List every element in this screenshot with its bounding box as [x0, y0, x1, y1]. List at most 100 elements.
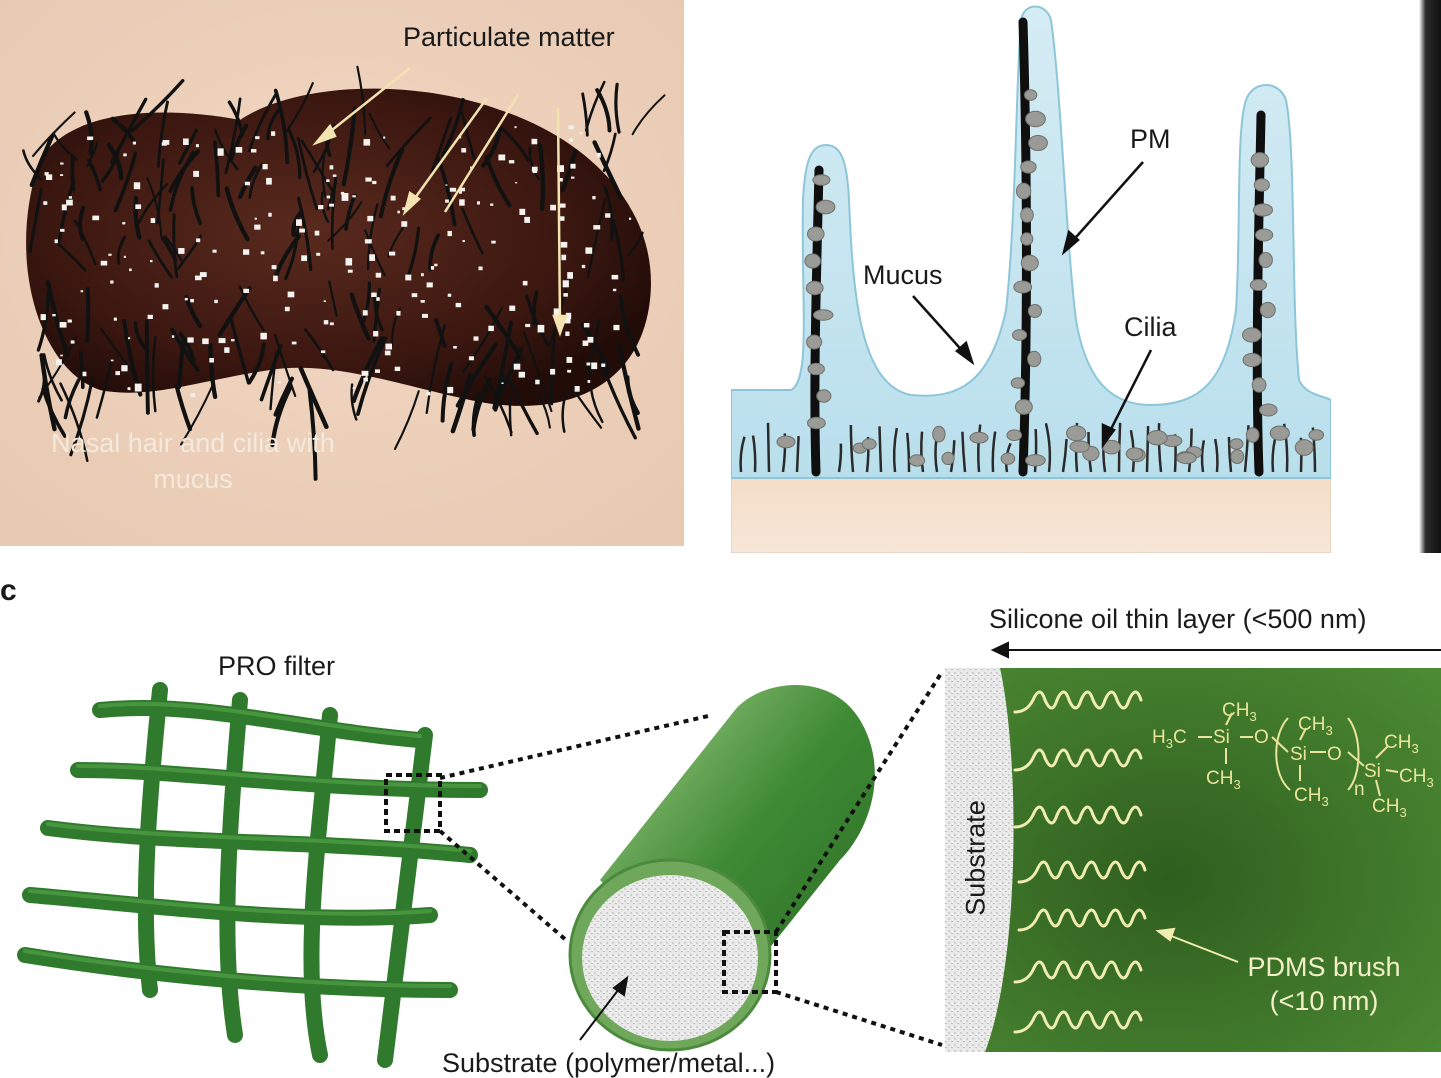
- nasal-hair: [627, 231, 644, 256]
- substrate-vertical-label: Substrate: [960, 800, 991, 916]
- nasal-hair: [146, 177, 163, 238]
- particulate-speck: [567, 272, 573, 279]
- particulate-speck: [345, 258, 353, 266]
- particulate-speck: [329, 322, 334, 326]
- particulate-speck: [214, 299, 218, 304]
- particulate-speck: [318, 205, 324, 210]
- particulate-speck: [478, 266, 483, 271]
- particulate-matter-label: Particulate matter: [403, 22, 615, 52]
- nasal-hair: [561, 390, 568, 433]
- particulate-speck: [557, 165, 564, 172]
- pm-particle: [1025, 110, 1046, 128]
- pm-particle: [1245, 427, 1260, 443]
- particulate-speck: [560, 167, 564, 169]
- particulate-speck: [559, 216, 565, 221]
- particulate-speck: [244, 181, 250, 186]
- particulate-speck: [291, 341, 297, 345]
- particulate-speck: [287, 291, 295, 298]
- nasal-hair: [430, 116, 453, 173]
- particulate-speck: [61, 204, 67, 211]
- nasal-hair: [59, 382, 89, 463]
- particulate-speck: [553, 308, 561, 316]
- pdms-brushes: [1013, 690, 1147, 1034]
- nasal-hair: [85, 287, 91, 343]
- nasal-hair: [326, 180, 338, 211]
- nasal-hair: [42, 353, 63, 402]
- particulate-speck: [581, 264, 586, 269]
- particulate-speck: [565, 331, 570, 336]
- particulate-speck: [364, 239, 372, 244]
- particulate-speck: [459, 199, 465, 206]
- particulate-specks: [40, 125, 632, 397]
- pm-particle: [1023, 89, 1038, 101]
- small-cilium: [1145, 426, 1150, 473]
- particulate-speck: [183, 138, 189, 145]
- nasal-hair: [393, 390, 420, 450]
- nasal-hair: [190, 186, 202, 225]
- small-cilium: [991, 431, 997, 473]
- particulate-speck: [367, 215, 374, 222]
- nasal-hair: [87, 158, 102, 192]
- nasal-hair: [460, 110, 476, 160]
- particulate-speck: [60, 228, 65, 232]
- nasal-hair: [450, 373, 473, 434]
- small-cilium: [920, 431, 925, 473]
- pm-particle: [1020, 232, 1034, 246]
- particulate-speck: [56, 359, 62, 366]
- particulate-speck: [449, 187, 457, 192]
- pm-particle: [1229, 438, 1244, 450]
- nasal-hair: [471, 391, 481, 437]
- particulate-speck: [326, 195, 331, 199]
- nostril-svg: [0, 0, 684, 546]
- particulate-speck: [320, 350, 326, 354]
- particulate-speck: [224, 347, 230, 353]
- particulate-speck: [217, 148, 224, 156]
- small-cilium: [751, 435, 757, 473]
- particulate-speck: [447, 293, 452, 297]
- particulate-speck: [352, 195, 356, 198]
- small-cilium: [766, 422, 771, 473]
- particulate-speck: [278, 381, 281, 384]
- particulate-speck: [271, 131, 276, 136]
- particulate-speck: [329, 165, 334, 170]
- particulate-speck: [127, 387, 131, 391]
- nasal-hair: [156, 158, 165, 225]
- particulate-speck: [150, 260, 153, 263]
- particulate-speck: [402, 207, 405, 211]
- nasal-hair: [378, 147, 405, 219]
- small-cilium: [849, 424, 855, 473]
- pm-particle: [804, 253, 821, 269]
- particulate-speck: [567, 369, 572, 373]
- nasal-hair: [273, 88, 290, 165]
- pm-particle: [1013, 280, 1033, 294]
- particulate-speck: [371, 292, 377, 297]
- pm-particle: [1253, 178, 1270, 192]
- particulate-speck: [583, 323, 590, 328]
- chem-si-2: Si: [1290, 744, 1307, 765]
- particulate-speck: [513, 363, 521, 370]
- particulate-speck: [394, 366, 401, 371]
- particulate-speck: [522, 280, 528, 286]
- particulate-speck: [562, 280, 569, 288]
- particulate-speck: [147, 314, 153, 319]
- particulate-speck: [110, 359, 114, 362]
- brush-panel: H3C Si O CH3 CH3 Si O CH3 CH3 n Si CH3 C…: [945, 668, 1441, 1052]
- particulate-speck: [453, 346, 457, 349]
- particulate-speck: [40, 314, 46, 321]
- nasal-hair: [537, 143, 546, 212]
- particulate-speck: [411, 293, 418, 298]
- pm-particle: [1020, 160, 1037, 174]
- particulate-speck: [561, 254, 567, 261]
- pm-particle: [1230, 449, 1245, 465]
- particulate-speck: [372, 180, 377, 185]
- particulate-speck: [447, 386, 454, 394]
- pdms-arrow: [1155, 927, 1239, 963]
- particulate-speck: [218, 338, 226, 344]
- particulate-speck: [571, 176, 575, 179]
- particulate-speck: [593, 225, 601, 230]
- nasal-hair: [366, 202, 379, 271]
- nasal-hair-label-line1: Nasal hair and cilia with: [51, 428, 335, 458]
- particulate-speck: [434, 263, 438, 267]
- particulate-speck: [508, 160, 515, 164]
- particulate-speck: [401, 221, 408, 227]
